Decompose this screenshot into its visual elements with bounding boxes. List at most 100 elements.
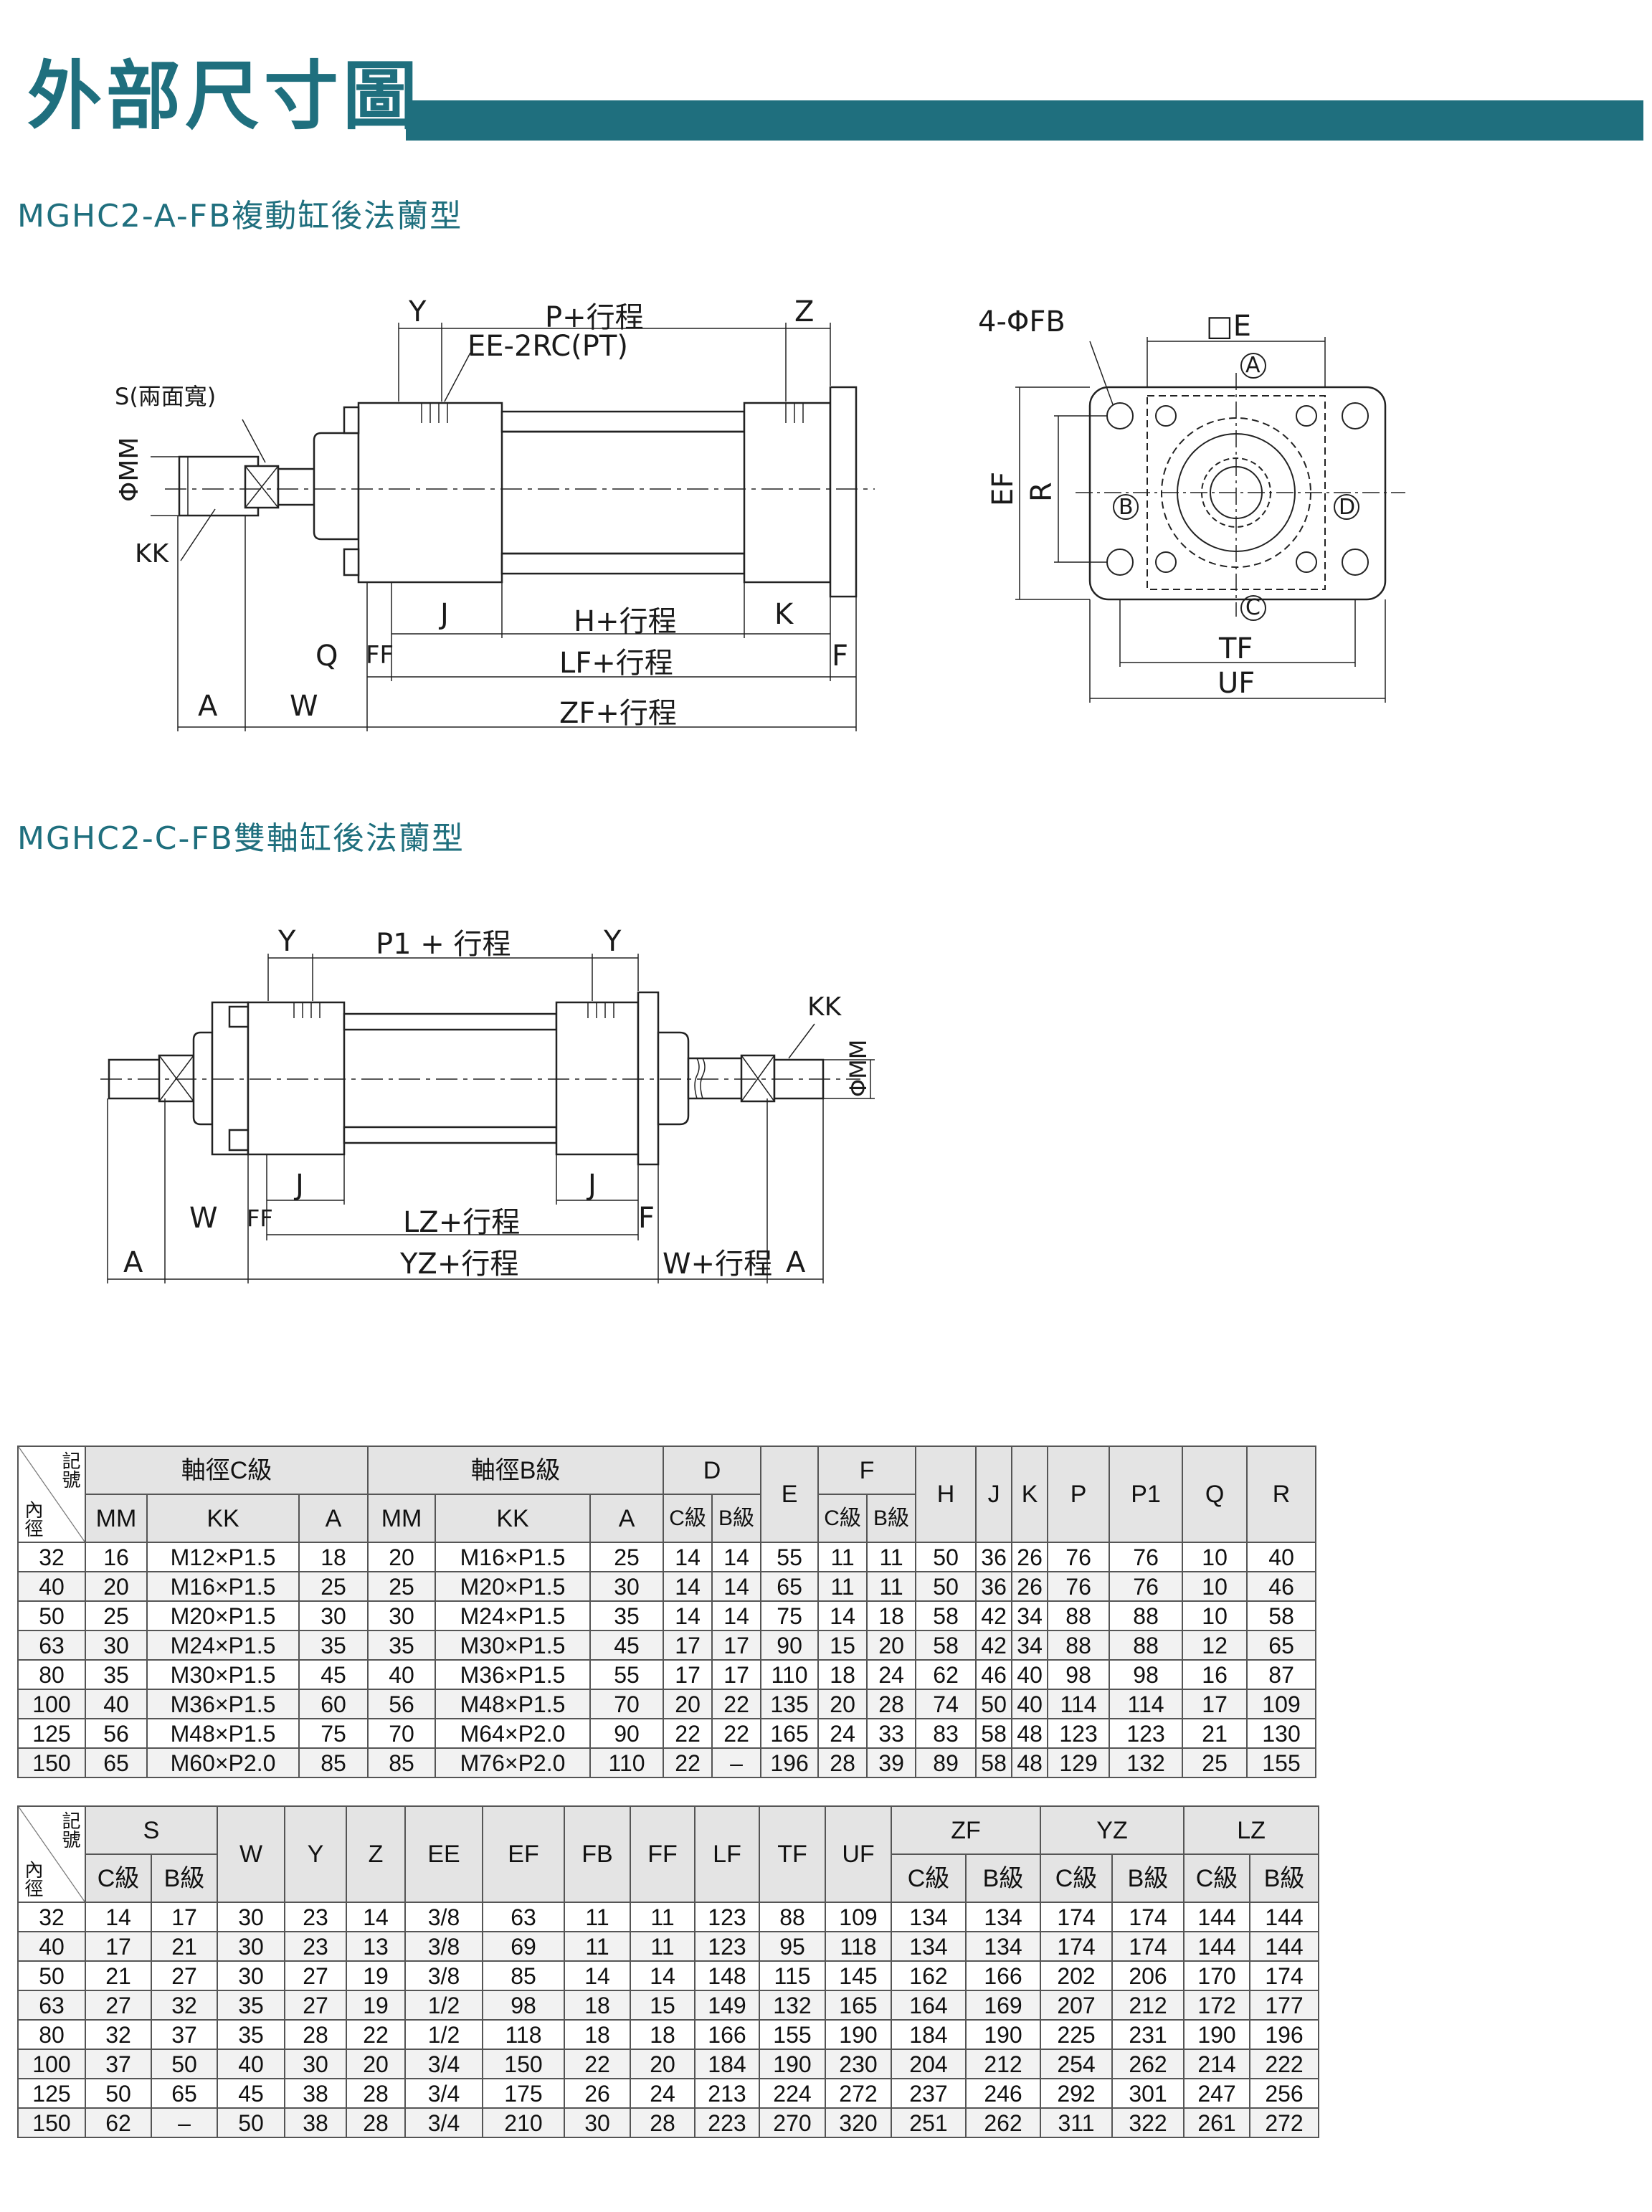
dim-c-ff: FF (247, 1205, 273, 1232)
table2-col-y: Y (284, 1805, 347, 1903)
table-cell: 17 (85, 1931, 152, 1962)
table2-col-ee: EE (404, 1805, 483, 1903)
table-cell: 32 (85, 2019, 152, 2050)
table-cell: 24 (866, 1659, 917, 1690)
table-cell: 12 (1182, 1630, 1248, 1661)
table-cell: 30 (589, 1571, 665, 1602)
table-cell: 35 (298, 1630, 369, 1661)
table-cell: 74 (915, 1689, 977, 1719)
bore-cell: 50 (17, 1600, 86, 1631)
table-cell: 237 (891, 2078, 967, 2109)
table-cell: 207 (1040, 1990, 1114, 2021)
table-cell: 46 (1246, 1571, 1317, 1602)
table-cell: 224 (759, 2078, 826, 2109)
table-cell: M30×P1.5 (146, 1659, 300, 1690)
table-cell: 204 (891, 2049, 967, 2079)
table-cell: 30 (217, 1902, 285, 1932)
table-cell: 48 (1011, 1747, 1049, 1778)
table-cell: 33 (866, 1718, 917, 1749)
table-cell: 165 (760, 1718, 820, 1749)
table-cell: 114 (1047, 1689, 1111, 1719)
table-cell: 174 (1111, 1931, 1185, 1962)
table-cell: 40 (1246, 1542, 1317, 1572)
table-cell: 27 (85, 1990, 152, 2021)
dim-j2: J (588, 1169, 597, 1202)
table-cell: 174 (1111, 1902, 1185, 1932)
table2-col-z: Z (346, 1805, 406, 1903)
table-cell: 95 (759, 1931, 826, 1962)
dim-ff: FF (366, 641, 394, 670)
table-cell: 272 (825, 2078, 892, 2109)
table-cell: 89 (915, 1747, 977, 1778)
table-cell: 26 (1011, 1571, 1049, 1602)
table-cell: 22 (711, 1718, 762, 1749)
table2-col-yz: YZ (1040, 1805, 1185, 1855)
table-cell: 214 (1183, 2049, 1251, 2079)
bore-cell: 150 (17, 1747, 86, 1778)
table-cell: 65 (1246, 1630, 1317, 1661)
table-cell: 98 (1047, 1659, 1111, 1690)
spec-table-1: 記號 內徑 軸徑C級 軸徑B級 D E F H J K P P1 Q R MM … (17, 1446, 1317, 1778)
table-cell: 15 (630, 1990, 696, 2021)
table-cell: 11 (866, 1571, 917, 1602)
table1-sub-a-c: A (298, 1494, 369, 1543)
table-cell: 30 (367, 1600, 437, 1631)
table-cell: 256 (1249, 2078, 1320, 2109)
table-cell: 25 (298, 1571, 369, 1602)
table-cell: 196 (760, 1747, 820, 1778)
table-cell: 320 (825, 2107, 892, 2138)
table1-col-f: F (817, 1446, 917, 1495)
table-cell: 70 (589, 1689, 665, 1719)
table-cell: 150 (482, 2049, 565, 2079)
table-cell: 50 (975, 1689, 1013, 1719)
bore-cell: 50 (17, 1960, 86, 1991)
table-cell: 206 (1111, 1960, 1185, 1991)
table-cell: M76×P2.0 (435, 1747, 592, 1778)
table-cell: 190 (1183, 2019, 1251, 2050)
table-cell: 246 (964, 2078, 1042, 2109)
table2-sub-lz-c: C級 (1183, 1853, 1251, 1903)
table-cell: 65 (85, 1747, 148, 1778)
table-cell: 88 (1109, 1630, 1184, 1661)
dim-yz-stroke: YZ+行程 (400, 1248, 519, 1281)
table-cell: 30 (298, 1600, 369, 1631)
drawing-flange-view (1015, 337, 1405, 703)
table2-col-fb: FB (564, 1805, 631, 1903)
table-cell: 110 (589, 1747, 665, 1778)
table-cell: M64×P2.0 (435, 1718, 592, 1749)
table-cell: 18 (298, 1542, 369, 1572)
table-cell: 184 (891, 2019, 967, 2050)
dim-p-stroke: P+行程 (545, 301, 644, 334)
table-cell: 109 (825, 1902, 892, 1932)
table-cell: 14 (663, 1571, 713, 1602)
table-cell: 50 (915, 1571, 977, 1602)
dim-mm: ΦMM (115, 437, 144, 502)
table-cell: 25 (1182, 1747, 1248, 1778)
table-cell: 212 (1111, 1990, 1185, 2021)
table1-col-j: J (975, 1446, 1013, 1543)
table-cell: 20 (630, 2049, 696, 2079)
dim-z: Z (794, 295, 815, 328)
table-cell: 22 (663, 1718, 713, 1749)
table-cell: 28 (346, 2107, 406, 2138)
table-cell: 11 (866, 1542, 917, 1572)
table1-group-c: 軸徑C級 (84, 1446, 369, 1495)
table-cell: 20 (663, 1689, 713, 1719)
table-cell: 262 (964, 2107, 1042, 2138)
table2-sub-lz-b: B級 (1249, 1853, 1320, 1903)
table-cell: 14 (346, 1902, 406, 1932)
table1-col-p1: P1 (1109, 1446, 1184, 1543)
table-cell: 42 (975, 1630, 1013, 1661)
bore-cell: 80 (17, 2019, 86, 2050)
table-cell: 28 (630, 2107, 696, 2138)
table-cell: 123 (1047, 1718, 1111, 1749)
table-cell: 85 (298, 1747, 369, 1778)
bore-cell: 80 (17, 1659, 86, 1690)
dim-ef: EF (987, 471, 1020, 506)
dim-kk: KK (135, 539, 169, 569)
table1-group-b: 軸徑B級 (367, 1446, 665, 1495)
table-cell: 144 (1183, 1902, 1251, 1932)
table2-sub-yz-b: B級 (1111, 1853, 1185, 1903)
